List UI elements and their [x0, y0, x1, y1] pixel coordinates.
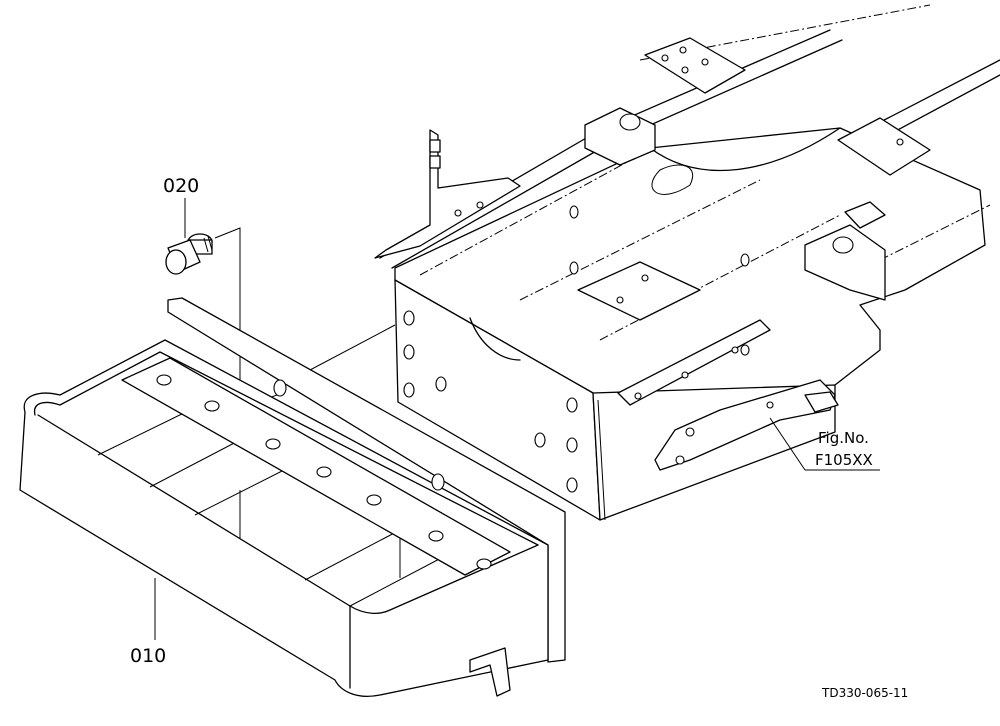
- part-label-010: 010: [130, 645, 166, 667]
- fig-no-value: F105XX: [815, 451, 873, 469]
- fig-no-label: Fig.No.: [818, 429, 869, 447]
- bolt-icon: [165, 233, 213, 275]
- frame-icon: [374, 4, 1000, 521]
- part-label-020: 020: [163, 175, 199, 197]
- drawing-code: TD330-065-11: [821, 686, 908, 700]
- step-tray-icon: [19, 297, 566, 697]
